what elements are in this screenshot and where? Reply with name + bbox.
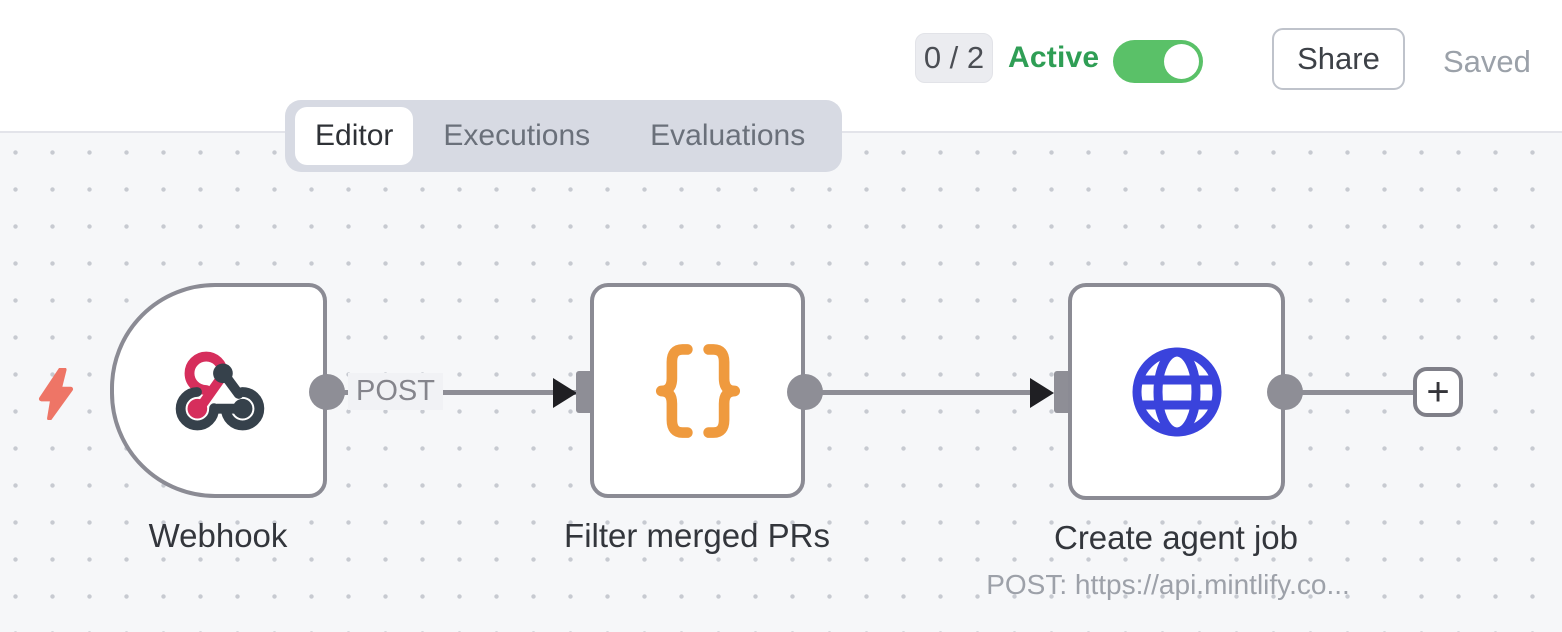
execution-counter-badge: 0 / 2 xyxy=(915,33,993,83)
share-button[interactable]: Share xyxy=(1272,28,1405,90)
tab-executions[interactable]: Executions xyxy=(443,119,591,152)
trigger-bolt-icon xyxy=(38,368,74,420)
node-webhook[interactable] xyxy=(110,283,327,498)
active-toggle[interactable] xyxy=(1113,40,1203,83)
view-tabs: Editor Executions Evaluations xyxy=(285,100,842,172)
connection-http-to-add xyxy=(1284,390,1416,395)
globe-icon xyxy=(1132,347,1221,436)
node-label-create-agent-job: Create agent job xyxy=(1053,519,1298,556)
connection-label: POST xyxy=(348,373,443,410)
arrowhead-icon xyxy=(553,378,577,408)
webhook-icon xyxy=(175,351,264,430)
node-filter-merged-prs[interactable] xyxy=(590,283,805,498)
tab-evaluations[interactable]: Evaluations xyxy=(650,119,806,152)
node-create-agent-job[interactable] xyxy=(1068,283,1285,500)
saved-status: Saved xyxy=(1443,44,1531,79)
node-subtitle-create-agent-job: POST: https://api.mintlify.co... xyxy=(986,569,1350,600)
connection-webhook-to-filter[interactable] xyxy=(326,390,578,395)
output-port-webhook[interactable] xyxy=(309,374,345,410)
arrowhead-icon xyxy=(1030,378,1054,408)
connection-filter-to-http[interactable] xyxy=(804,390,1034,395)
tab-editor[interactable]: Editor xyxy=(295,107,414,165)
input-port-http[interactable] xyxy=(1054,371,1072,413)
curly-braces-icon xyxy=(655,343,740,438)
node-label-filter: Filter merged PRs xyxy=(564,517,830,554)
add-node-button[interactable]: + xyxy=(1413,367,1463,417)
workflow-canvas[interactable]: POST + xyxy=(0,133,1562,632)
toggle-knob xyxy=(1164,44,1199,79)
input-port-filter[interactable] xyxy=(576,371,594,413)
output-port-http[interactable] xyxy=(1267,374,1303,410)
output-port-filter[interactable] xyxy=(787,374,823,410)
node-label-webhook: Webhook xyxy=(148,517,288,554)
active-label: Active xyxy=(1008,41,1100,74)
